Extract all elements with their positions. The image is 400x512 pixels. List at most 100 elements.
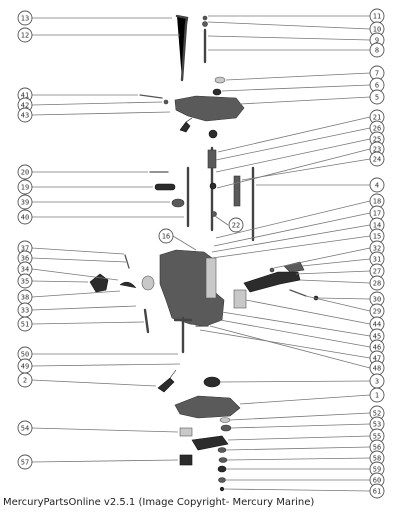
callout-5: 5: [369, 89, 385, 105]
part-pin-61: [219, 486, 225, 492]
callout-label: 40: [21, 214, 29, 222]
callout-label: 26: [373, 125, 381, 133]
callout-label: 20: [21, 169, 29, 177]
part-washer-56: [217, 447, 227, 453]
callout-39: 39: [17, 194, 33, 210]
callout-6: 6: [369, 77, 385, 93]
callout-label: 56: [373, 444, 381, 452]
callout-label: 1: [375, 392, 379, 400]
callout-label: 31: [373, 256, 381, 264]
callout-1: 1: [369, 387, 385, 403]
callout-2: 2: [17, 372, 33, 388]
callout-label: 50: [21, 351, 29, 359]
callout-label: 12: [21, 32, 29, 40]
callout-label: 28: [373, 280, 381, 288]
callout-label: 30: [373, 296, 381, 304]
part-rod-51: [143, 308, 150, 334]
callout-label: 45: [373, 333, 381, 341]
callouts-inline: 22 16: [158, 217, 244, 244]
callout-label: 33: [21, 307, 29, 315]
callout-12: 12: [17, 27, 33, 43]
parts-illustration: [89, 14, 319, 492]
callout-label: 10: [373, 26, 381, 34]
callout-11: 11: [369, 8, 385, 24]
callout-label: 11: [373, 13, 381, 21]
callout-19: 19: [17, 179, 33, 195]
callout-label: 2: [23, 377, 27, 385]
part-washer-52: [219, 417, 231, 423]
callout-label: 35: [21, 278, 29, 286]
part-spacer-24: [233, 175, 241, 207]
callout-label: 42: [21, 102, 29, 110]
callout-label: 58: [373, 455, 381, 463]
callout-label: 34: [21, 266, 29, 274]
part-sleeve-54: [179, 427, 193, 437]
callout-4: 4: [369, 177, 385, 193]
part-pin-30: [289, 289, 307, 297]
part-washer-26: [209, 182, 217, 190]
part-washer-7: [214, 76, 226, 84]
callout-label: 19: [21, 184, 29, 192]
part-bracket-shaft: [205, 257, 217, 299]
callout-33: 33: [17, 302, 33, 318]
callout-label: 49: [21, 363, 29, 371]
callout-label: 53: [373, 421, 381, 429]
callout-label: 47: [373, 355, 381, 363]
part-clip-34: [119, 281, 137, 289]
callout-label: 43: [21, 112, 29, 120]
part-bolt-washer: [202, 15, 208, 21]
callout-label: 37: [21, 245, 29, 253]
callout-label: 4: [375, 182, 379, 190]
callouts-left: 13 12 41 42 43 20 19 39 40 37 36 34 35 3…: [17, 10, 33, 470]
part-washer-42: [163, 99, 169, 105]
part-knob-3: [203, 376, 221, 388]
part-washer-38: [141, 275, 155, 291]
callout-57: 57: [17, 454, 33, 470]
part-bolt-nut: [202, 21, 208, 27]
callout-3: 3: [369, 373, 385, 389]
callout-label: 61: [373, 488, 381, 496]
callout-label: 5: [375, 94, 379, 102]
callout-label: 6: [375, 82, 379, 90]
callout-48: 48: [369, 360, 385, 376]
callout-label: 52: [373, 410, 381, 418]
part-screw-body-55: [191, 435, 229, 451]
part-lower-bracket: [174, 395, 241, 419]
part-washer-59: [217, 465, 227, 473]
callout-52: 52: [369, 405, 385, 421]
callout-label: 51: [21, 321, 29, 329]
part-bushing-39: [171, 198, 185, 208]
callout-54: 54: [17, 420, 33, 436]
callout-29: 29: [369, 303, 385, 319]
callout-51: 51: [17, 316, 33, 332]
part-upper-bracket: [174, 95, 245, 122]
callout-label: 25: [373, 136, 381, 144]
callout-label: 21: [373, 114, 381, 122]
part-handle-2: [157, 369, 177, 393]
callout-label: 13: [21, 15, 29, 23]
callout-8: 8: [369, 42, 385, 58]
copyright-footer: MercuryPartsOnline v2.5.1 (Image Copyrig…: [3, 497, 315, 508]
callout-label: 23: [373, 146, 381, 154]
part-bolt-41: [139, 94, 163, 99]
callout-label: 27: [373, 268, 381, 276]
callout-label: 54: [21, 425, 29, 433]
part-nut-6: [212, 88, 222, 96]
callout-label: 48: [373, 365, 381, 373]
callout-label: 17: [373, 210, 381, 218]
callout-label: 7: [375, 70, 379, 78]
part-tilt-lock-rod: [175, 14, 189, 82]
part-washer-53: [220, 424, 232, 432]
part-t-handle-upper: [179, 117, 193, 133]
part-bolt-32: [269, 267, 275, 273]
callout-43: 43: [17, 107, 33, 123]
part-washer-60: [218, 477, 226, 483]
callout-label: 3: [375, 378, 379, 386]
callout-46: 46: [369, 339, 385, 355]
callout-label: 15: [373, 233, 381, 241]
callout-16: 16: [158, 228, 174, 244]
callout-label: 29: [373, 308, 381, 316]
callout-35: 35: [17, 273, 33, 289]
callout-40: 40: [17, 209, 33, 225]
